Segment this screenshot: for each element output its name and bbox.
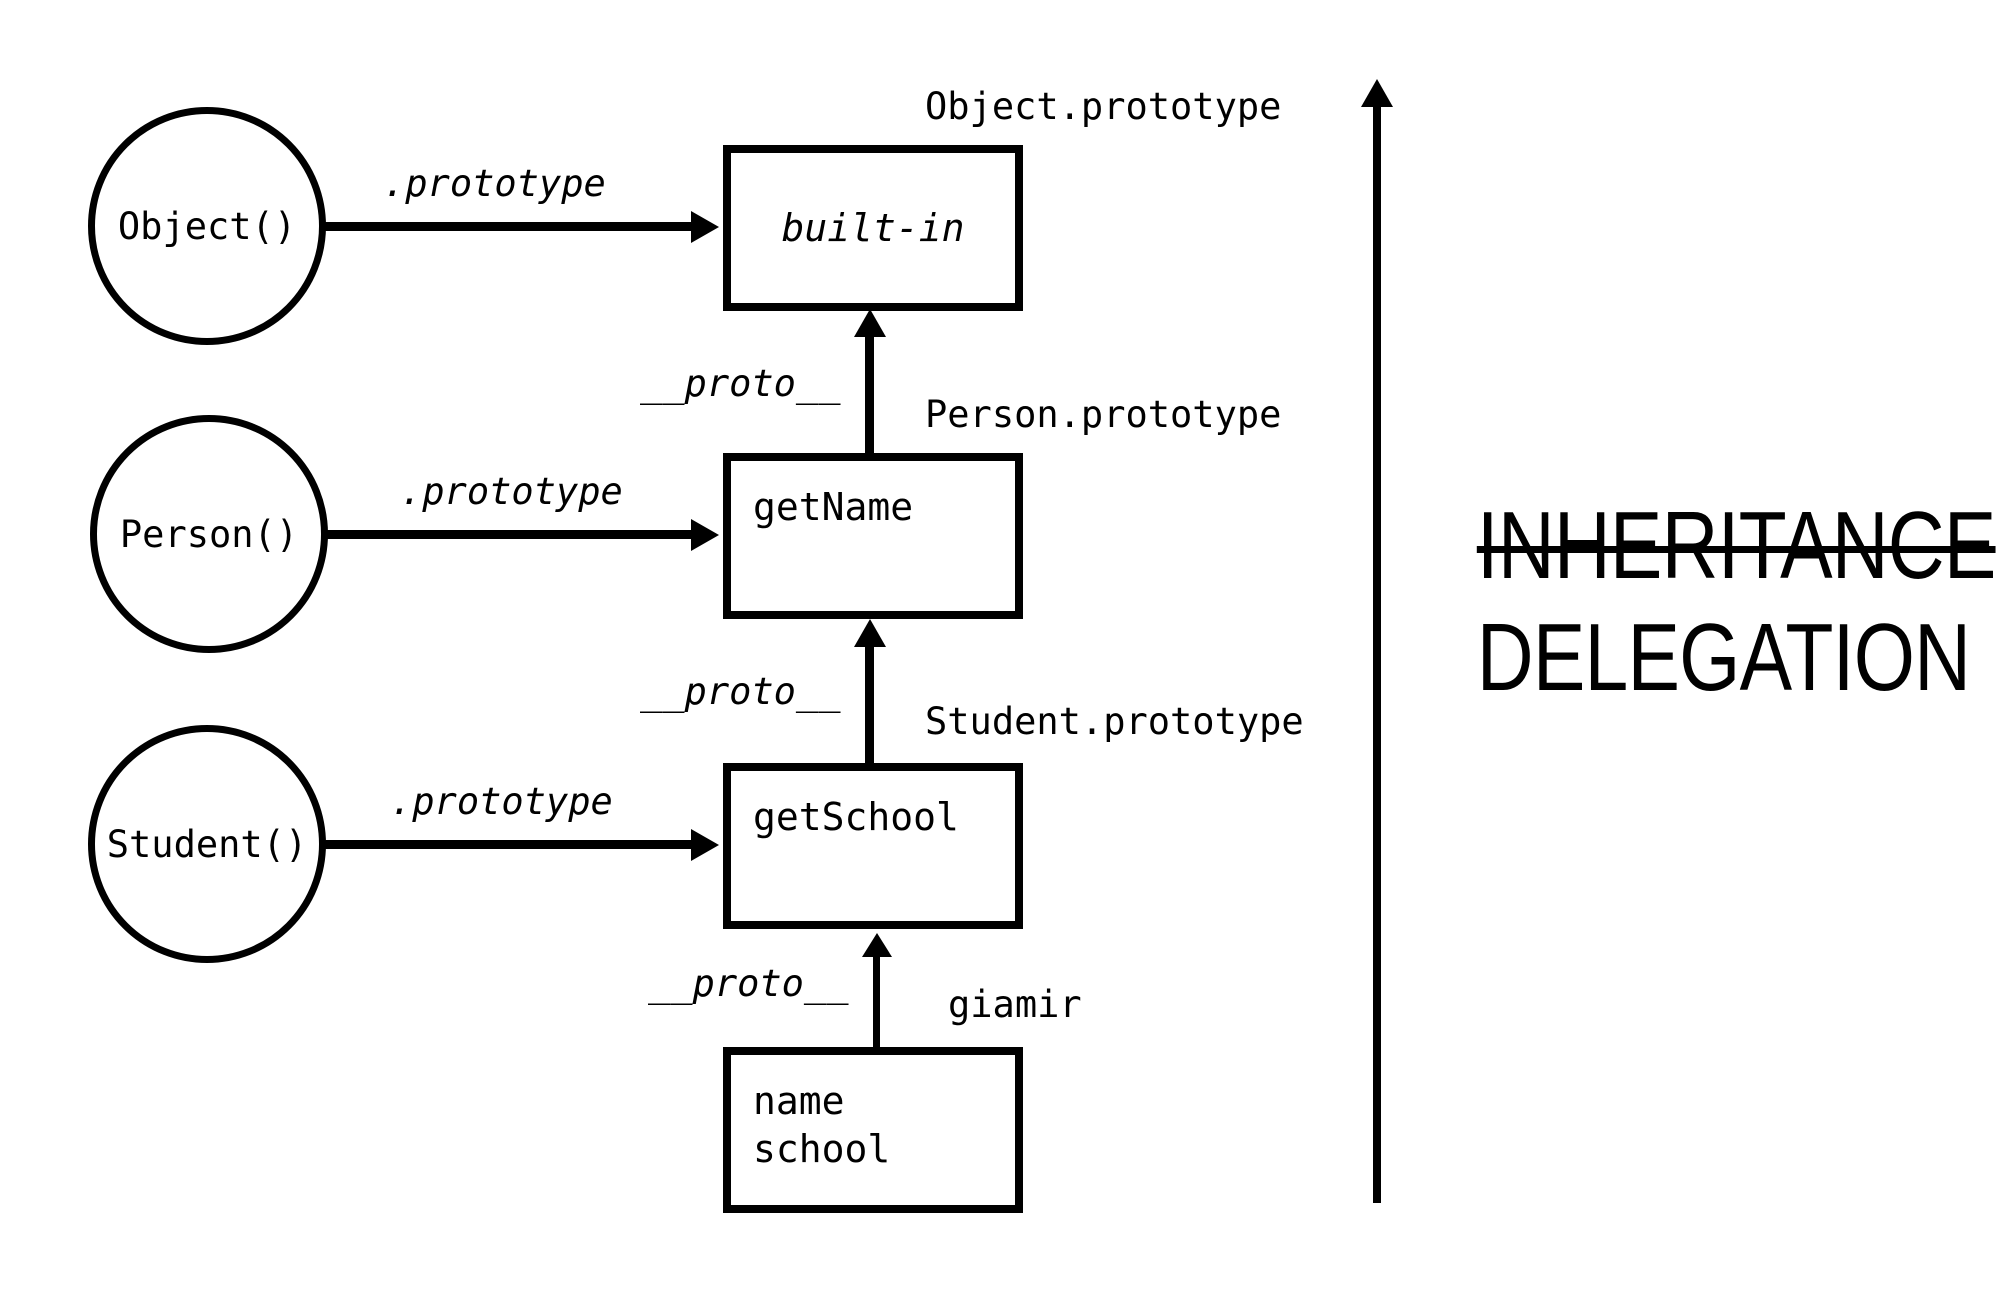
person-constructor-circle: Person() — [90, 415, 328, 653]
student-prototype-box-text: getSchool — [753, 795, 959, 839]
instance-to-student-proto-label: __proto__ — [648, 962, 849, 1005]
student-constructor-circle: Student() — [88, 725, 326, 963]
person-to-object-proto-arrow — [865, 335, 874, 453]
person-prototype-box-text: getName — [753, 485, 914, 529]
person-prototype-caption: Person.prototype — [925, 393, 1282, 436]
student-prototype-arrow — [325, 840, 693, 849]
instance-box: name school — [723, 1047, 1023, 1213]
person-to-object-proto-label: __proto__ — [640, 362, 841, 405]
delegation-word: DELEGATION — [1476, 604, 1971, 711]
object-prototype-box-text: built-in — [781, 206, 965, 250]
instance-caption: giamir — [948, 983, 1082, 1026]
object-constructor-label: Object() — [117, 204, 297, 248]
student-prototype-box: getSchool — [723, 763, 1023, 929]
student-to-person-proto-label: __proto__ — [640, 670, 841, 713]
person-prototype-box: getName — [723, 453, 1023, 619]
object-constructor-circle: Object() — [88, 107, 326, 345]
person-prototype-edge-label: .prototype — [400, 470, 623, 513]
object-prototype-box: built-in — [723, 145, 1023, 311]
inheritance-struck-word: INHERITANCE — [1476, 492, 1997, 599]
delegation-annotation: INHERITANCE DELEGATION — [1430, 490, 1997, 714]
object-prototype-edge-label: .prototype — [383, 162, 606, 205]
instance-box-text: name school — [753, 1079, 891, 1171]
student-constructor-label: Student() — [106, 822, 308, 866]
object-prototype-caption: Object.prototype — [925, 85, 1282, 128]
student-prototype-caption: Student.prototype — [925, 700, 1304, 743]
object-prototype-arrow — [325, 222, 693, 231]
delegation-direction-arrow — [1373, 105, 1381, 1203]
student-to-person-proto-arrow — [865, 645, 874, 763]
person-constructor-label: Person() — [119, 512, 299, 556]
student-prototype-edge-label: .prototype — [390, 780, 613, 823]
instance-to-student-proto-arrow — [873, 955, 880, 1047]
person-prototype-arrow — [325, 530, 693, 539]
